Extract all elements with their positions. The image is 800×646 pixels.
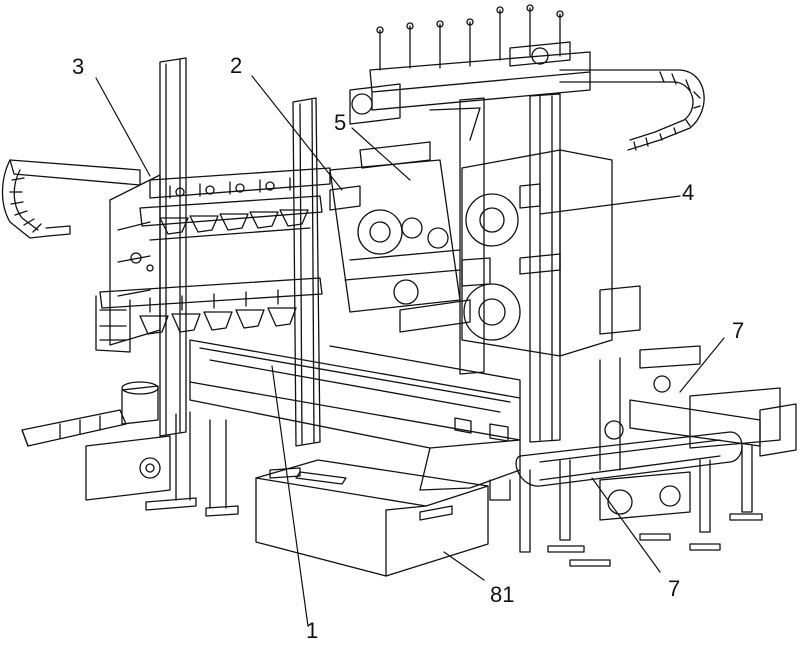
right-legs [490, 446, 762, 566]
label-4: 4 [682, 182, 694, 204]
label-81: 81 [490, 584, 514, 606]
upper-gripper-row [140, 168, 330, 240]
label-2: 2 [230, 55, 242, 77]
right-conveyor [516, 346, 796, 520]
label-3: 3 [72, 56, 84, 78]
right-cable-chain [560, 70, 704, 150]
top-gantry [350, 5, 590, 124]
vertical-posts [160, 58, 320, 446]
label-5: 5 [334, 112, 346, 134]
gantry-columns [430, 94, 560, 442]
label-1: 1 [306, 620, 318, 642]
label-7a: 7 [732, 320, 744, 342]
right-housing [462, 150, 640, 356]
left-motor-assembly [22, 382, 300, 516]
left-cable-chain [3, 160, 141, 238]
left-frame-plate [110, 175, 160, 345]
label-7b: 7 [668, 578, 680, 600]
lower-gripper-row [96, 278, 322, 352]
main-base-conveyor [190, 340, 520, 490]
